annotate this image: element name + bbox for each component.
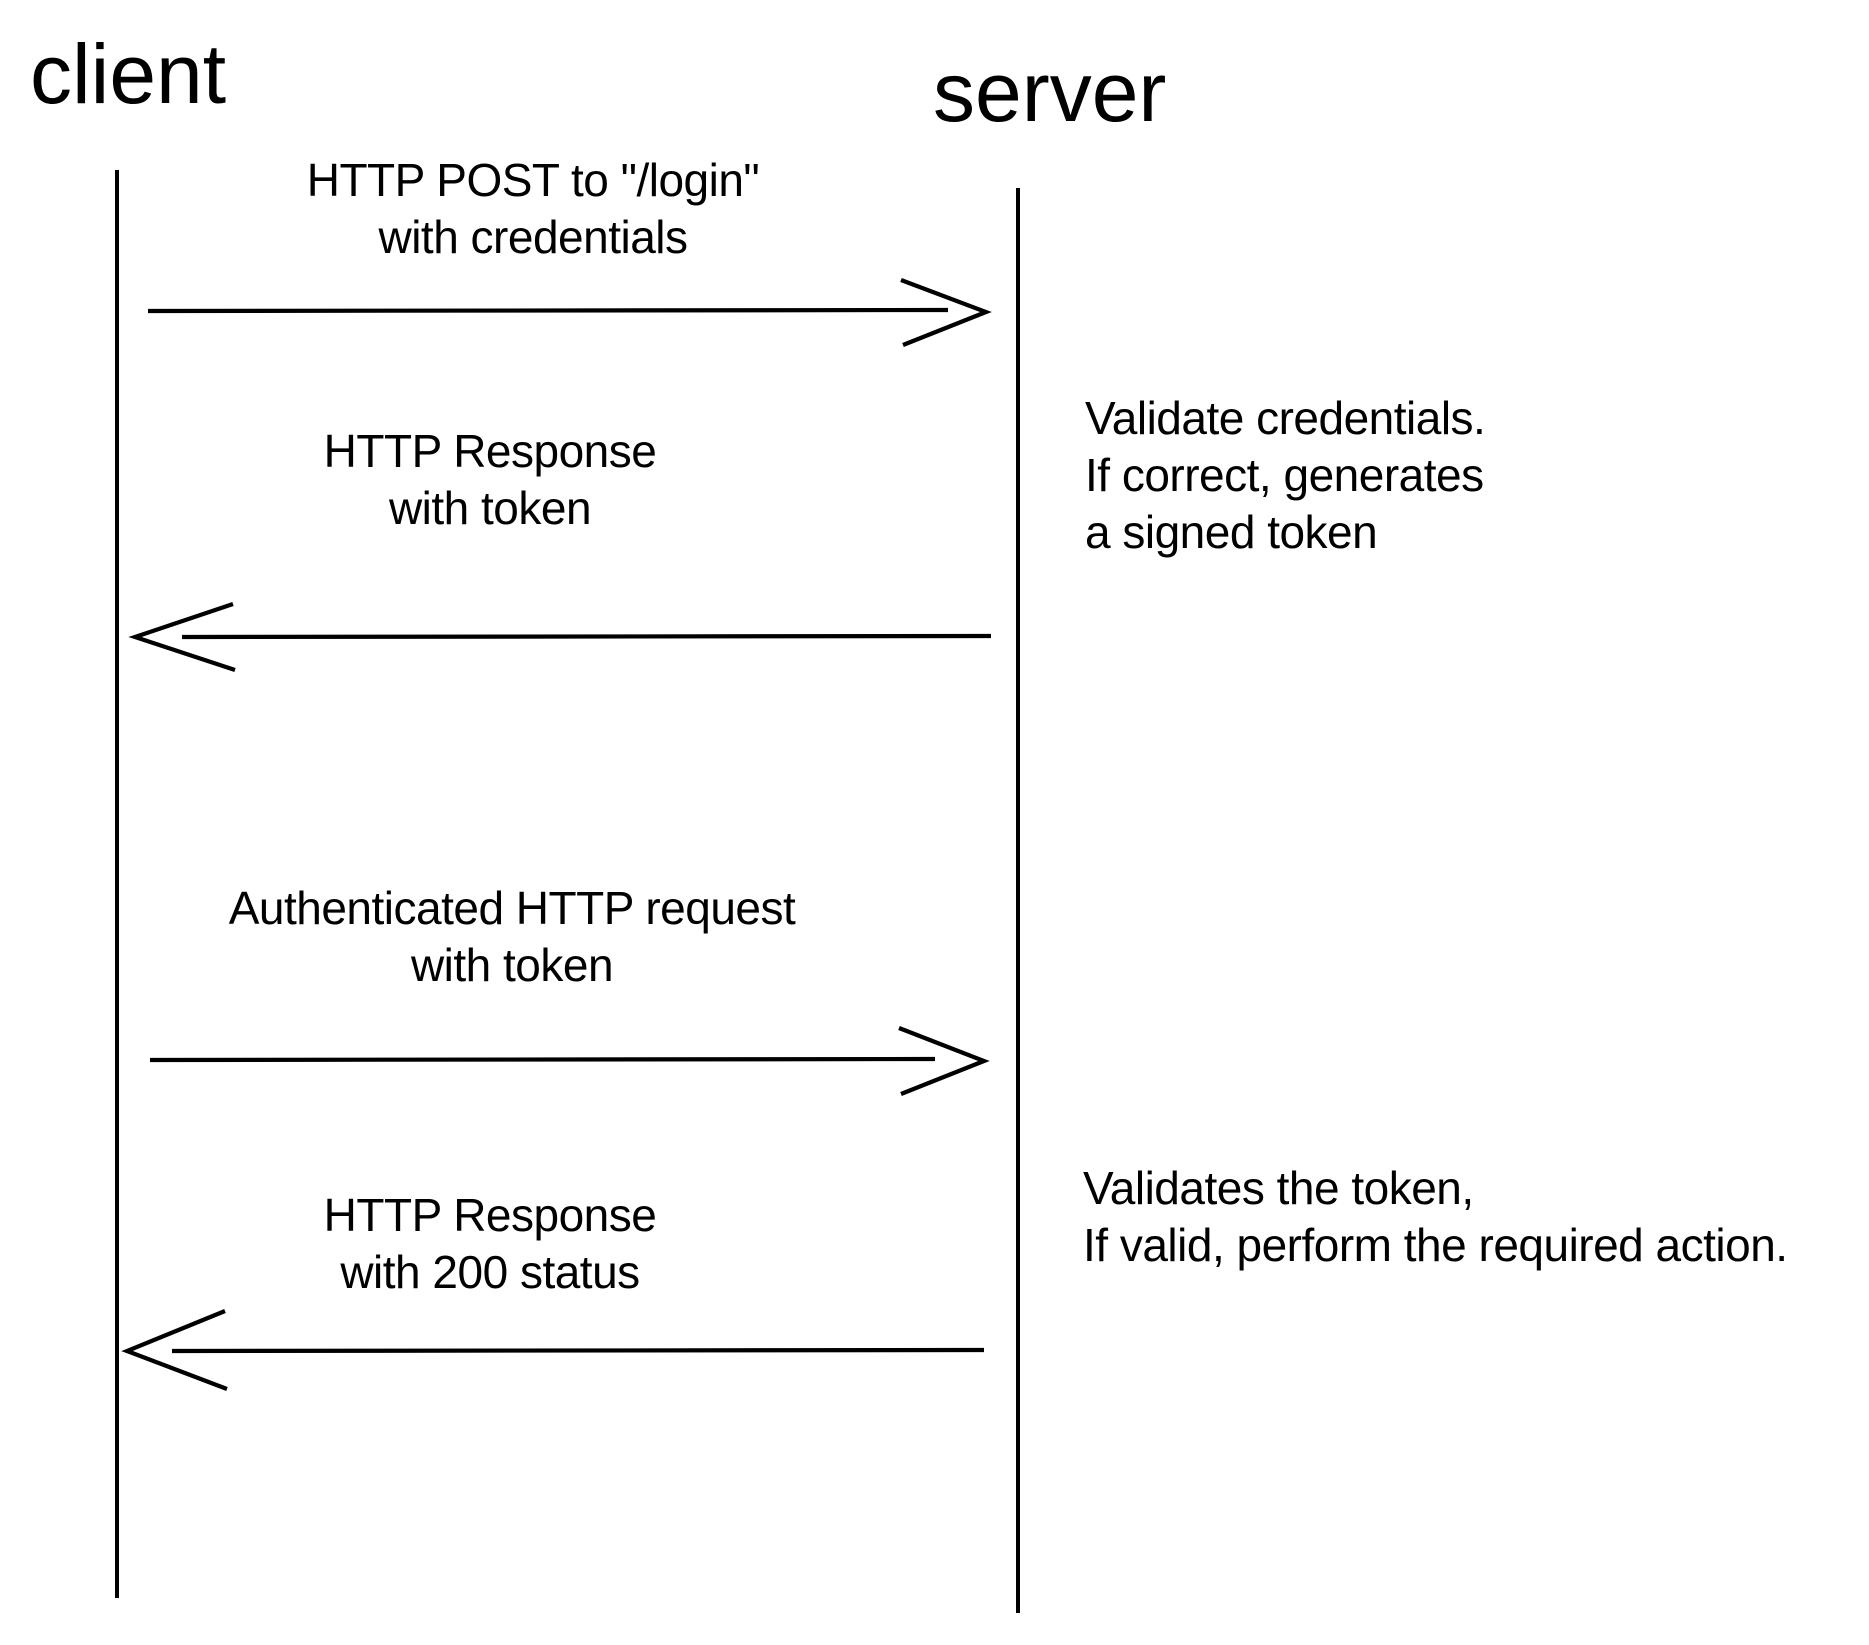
message-label-line: with token	[388, 482, 592, 534]
message-label-200-response: HTTP Response with 200 status	[160, 1187, 820, 1301]
note-line: a signed token	[1085, 506, 1378, 558]
message-label-login-post: HTTP POST to "/login" with credentials	[203, 152, 863, 266]
arrow-message-2-server-to-client	[128, 602, 992, 672]
note-line: Validate credentials.	[1085, 392, 1486, 444]
note-line: If valid, perform the required action.	[1083, 1219, 1788, 1271]
client-lifeline	[115, 170, 119, 1598]
actor-label-server: server	[933, 45, 1167, 139]
server-note-validate-credentials: Validate credentials. If correct, genera…	[1085, 390, 1486, 561]
message-label-line: HTTP Response	[323, 425, 657, 477]
actor-label-client: client	[30, 27, 227, 121]
message-label-line: with credentials	[378, 211, 688, 263]
arrow-message-1-client-to-server	[147, 278, 992, 347]
arrow-message-3-client-to-server	[149, 1026, 990, 1096]
message-label-authenticated-request: Authenticated HTTP request with token	[182, 880, 842, 994]
server-note-validate-token: Validates the token, If valid, perform t…	[1083, 1160, 1788, 1274]
note-line: Validates the token,	[1083, 1162, 1474, 1214]
message-label-line: Authenticated HTTP request	[228, 882, 796, 934]
note-line: If correct, generates	[1085, 449, 1484, 501]
server-lifeline	[1016, 188, 1020, 1613]
message-label-token-response: HTTP Response with token	[160, 423, 820, 537]
message-label-line: with 200 status	[340, 1246, 640, 1298]
message-label-line: HTTP Response	[323, 1189, 657, 1241]
message-label-line: HTTP POST to "/login"	[306, 154, 760, 206]
arrow-message-4-server-to-client	[121, 1309, 985, 1391]
message-label-line: with token	[410, 939, 614, 991]
